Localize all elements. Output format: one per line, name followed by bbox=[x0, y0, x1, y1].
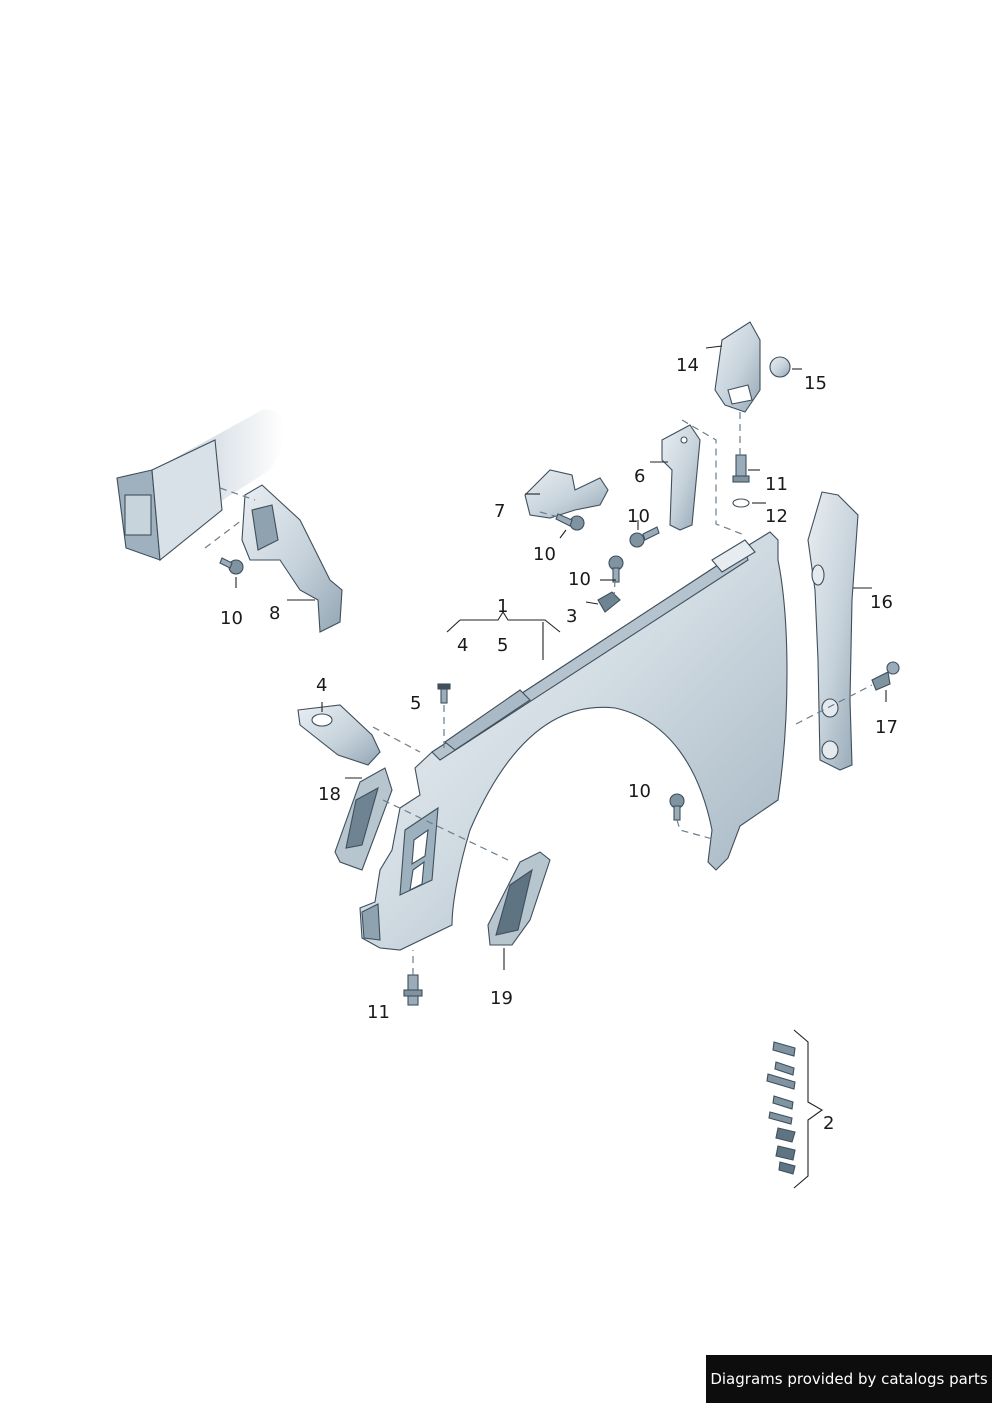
stud-11-bottom bbox=[403, 974, 423, 1006]
stud-11-top bbox=[732, 454, 750, 483]
part-15-nut bbox=[769, 356, 791, 378]
bolt-10-near-6 bbox=[629, 526, 660, 548]
callout-10-bracket6: 10 bbox=[627, 506, 650, 527]
callout-3: 3 bbox=[566, 606, 577, 627]
callout-10-lower: 10 bbox=[628, 781, 651, 802]
assembly-lines bbox=[204, 412, 873, 975]
bolt-10-left bbox=[219, 557, 244, 575]
screw-5 bbox=[437, 683, 451, 704]
callout-11-bottom: 11 bbox=[367, 1002, 390, 1023]
callout-17: 17 bbox=[875, 717, 898, 738]
callout-5-top: 5 bbox=[497, 635, 508, 656]
callout-5-screw: 5 bbox=[410, 693, 421, 714]
callout-labels: 1 2 3 4 5 4 5 6 7 8 10 10 10 10 10 11 11… bbox=[220, 355, 898, 1134]
bolt-10-near-7 bbox=[555, 513, 585, 531]
callout-12: 12 bbox=[765, 506, 788, 527]
bolt-10-mid bbox=[608, 555, 624, 583]
part-3-clip bbox=[597, 591, 621, 613]
callout-19: 19 bbox=[490, 988, 513, 1009]
washer-12 bbox=[732, 498, 750, 508]
callout-16: 16 bbox=[870, 592, 893, 613]
part-19-grille bbox=[487, 851, 551, 946]
leader-lines bbox=[235, 345, 887, 1189]
callout-18: 18 bbox=[318, 784, 341, 805]
bracket-6 bbox=[661, 424, 701, 531]
callout-4-top: 4 bbox=[457, 635, 468, 656]
front-rail bbox=[116, 409, 285, 562]
callout-8: 8 bbox=[269, 603, 280, 624]
part-16-seal bbox=[807, 491, 859, 771]
fender-panel bbox=[359, 531, 788, 951]
clip-17 bbox=[871, 661, 900, 691]
callout-10-bracket7: 10 bbox=[533, 544, 556, 565]
callout-10-left: 10 bbox=[220, 608, 243, 629]
part-14-cover bbox=[714, 321, 761, 413]
callout-1: 1 bbox=[497, 596, 508, 617]
bracket-8 bbox=[241, 484, 343, 633]
callout-6: 6 bbox=[634, 466, 645, 487]
credit-banner: Diagrams provided by catalogs parts bbox=[706, 1355, 992, 1403]
credit-text: Diagrams provided by catalogs parts bbox=[710, 1370, 988, 1388]
callout-4-plate: 4 bbox=[316, 675, 327, 696]
callout-10-mid: 10 bbox=[568, 569, 591, 590]
bolt-10-lower bbox=[669, 793, 685, 821]
bracket-7 bbox=[524, 469, 609, 519]
callout-14: 14 bbox=[676, 355, 699, 376]
callout-15: 15 bbox=[804, 373, 827, 394]
callout-7: 7 bbox=[494, 501, 505, 522]
fastener-kit-2 bbox=[766, 1041, 796, 1175]
part-4-plate bbox=[297, 704, 381, 766]
callout-11-top: 11 bbox=[765, 474, 788, 495]
callout-2: 2 bbox=[823, 1113, 834, 1134]
part-18-grille bbox=[334, 767, 393, 871]
